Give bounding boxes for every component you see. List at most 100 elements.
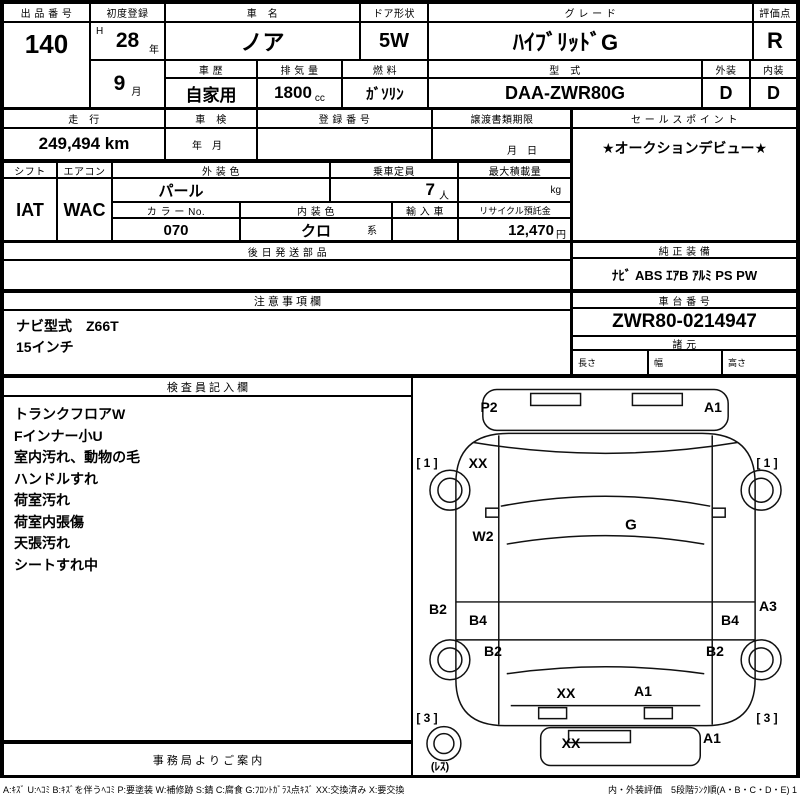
exterior-score: D xyxy=(702,78,750,108)
later-parts-label: 後 日 発 送 部 品 xyxy=(3,242,572,260)
tire-depth-mark: [ 3 ] xyxy=(756,711,778,725)
inspector-note-line: 荷室汚れ xyxy=(14,492,70,508)
tire-depth-mark: [ 1 ] xyxy=(416,456,438,470)
fuel-label: 燃 料 xyxy=(342,60,428,78)
exterior-color: パール xyxy=(112,178,330,202)
interior-color-suffix: 系 xyxy=(367,226,377,237)
damage-mark: B2 xyxy=(484,643,502,659)
damage-mark: W2 xyxy=(472,528,494,544)
max-load-label: 最大積載量 xyxy=(458,162,572,178)
registration-number-cell xyxy=(257,128,432,160)
notes-cell: ナビ型式 Z66T 15インチ xyxy=(3,310,572,375)
sales-point: ★オークションデビュー★ xyxy=(572,128,797,242)
car-name-label: 車 名 xyxy=(165,3,360,22)
auction-number-label: 出 品 番 号 xyxy=(3,3,90,22)
capacity-cell: 7 人 xyxy=(330,178,458,202)
score: R xyxy=(753,22,797,60)
first-registration-month: 9 xyxy=(113,72,126,95)
legend: A:ｷｽﾞ U:ﾍｺﾐ B:ｷｽﾞを伴うﾍｺﾐ P:要塗装 W:補修跡 S:錆 … xyxy=(3,781,797,798)
first-registration-month-cell: 9 月 xyxy=(90,60,165,108)
recycle-deposit: 12,470 xyxy=(508,221,554,239)
import-cell xyxy=(392,218,458,242)
notes-label: 注 意 事 項 欄 xyxy=(3,292,572,310)
grade: ﾊｲﾌﾞﾘｯﾄﾞG xyxy=(428,22,753,60)
auction-number: 140 xyxy=(3,22,90,108)
interior-color-cell: クロ 系 xyxy=(240,218,392,242)
length-label: 長さ xyxy=(572,350,648,375)
mileage-label: 走 行 xyxy=(3,109,165,128)
displacement-label: 排 気 量 xyxy=(257,60,342,78)
aircon-label: エアコン xyxy=(57,162,112,178)
inspector-note-line: 室内汚れ、動物の毛 xyxy=(14,449,141,465)
capacity-label: 乗車定員 xyxy=(330,162,458,178)
door-shape-label: ドア形状 xyxy=(360,3,428,22)
damage-mark: A1 xyxy=(703,730,721,746)
capacity: 7 xyxy=(425,180,435,199)
note-line: ナビ型式 Z66T xyxy=(16,318,119,334)
displacement-cell: 1800 cc xyxy=(257,78,342,108)
registration-number-label: 登 録 番 号 xyxy=(257,109,432,128)
first-registration-year-cell: H 28 年 xyxy=(90,22,165,60)
note-line: 15インチ xyxy=(16,339,74,355)
damage-mark: A1 xyxy=(704,399,722,415)
chassis-number: ZWR80-0214947 xyxy=(572,308,797,336)
displacement-unit: cc xyxy=(314,92,325,104)
interior-color: クロ xyxy=(300,222,331,240)
inspector-note-line: トランクフロアW xyxy=(14,406,126,422)
interior-score-label: 内装 xyxy=(750,60,797,78)
damage-mark: P2 xyxy=(480,399,498,415)
shift: IAT xyxy=(3,178,57,242)
interior-score: D xyxy=(750,78,797,108)
era-prefix: H xyxy=(96,26,104,37)
score-label: 評価点 xyxy=(753,3,797,22)
color-number: 070 xyxy=(112,218,240,242)
inspector-note-line: 荷室内張傷 xyxy=(14,513,84,530)
inspector-notes-cell: トランクフロアW Fインナー小U 室内汚れ、動物の毛 ハンドルすれ 荷室汚れ 荷… xyxy=(3,396,412,741)
first-registration-year: 28 xyxy=(115,29,140,52)
dimensions-label: 諸 元 xyxy=(572,336,797,350)
equipment-label: 純 正 装 備 xyxy=(572,242,797,258)
year-unit-label: 年 xyxy=(149,45,159,56)
recycle-deposit-label: リサイクル預託金 xyxy=(458,202,572,218)
capacity-unit: 人 xyxy=(439,190,449,202)
car-name: ノア xyxy=(165,22,360,60)
damage-mark: A3 xyxy=(759,598,777,614)
inspection-date-placeholder: 年 月 xyxy=(165,128,257,160)
month-unit-label: 月 xyxy=(131,86,142,98)
damage-mark: G xyxy=(625,516,637,534)
equipment: ﾅﾋﾞ ABS ｴｱB ｱﾙﾐ PS PW xyxy=(572,258,797,290)
exterior-color-label: 外 装 色 xyxy=(112,162,330,178)
damage-mark: XX xyxy=(561,735,581,751)
damage-mark: XX xyxy=(556,685,576,701)
displacement: 1800 xyxy=(274,83,312,102)
import-label: 輸 入 車 xyxy=(392,202,458,218)
max-load-unit: kg xyxy=(458,178,572,202)
damage-mark: B4 xyxy=(721,612,739,628)
first-registration-label: 初度登録 xyxy=(90,3,165,22)
inspection-label: 車 検 xyxy=(165,109,257,128)
spare-tire-mark: (ﾚｽ) xyxy=(430,761,450,773)
inspector-note-line: Fインナー小U xyxy=(14,427,103,444)
model-code: DAA-ZWR80G xyxy=(428,78,702,108)
transfer-deadline-label: 譲渡書類期限 xyxy=(432,109,572,128)
car-history-label: 車 歴 xyxy=(165,60,257,78)
fuel: ｶﾞｿﾘﾝ xyxy=(342,78,428,108)
aircon: WAC xyxy=(57,178,112,242)
shift-label: シフト xyxy=(3,162,57,178)
car-outline-svg xyxy=(426,388,782,767)
color-number-label: カ ラ ー No. xyxy=(112,202,240,218)
model-code-label: 型 式 xyxy=(428,60,702,78)
later-parts-cell xyxy=(3,260,572,290)
door-shape: 5W xyxy=(360,22,428,60)
car-history: 自家用 xyxy=(165,78,257,108)
chassis-number-label: 車 台 番 号 xyxy=(572,292,797,308)
inspector-note-line: シートすれ中 xyxy=(14,556,98,573)
damage-mark: A1 xyxy=(634,683,652,699)
damage-mark: B2 xyxy=(706,643,724,659)
height-label: 高さ xyxy=(722,350,797,375)
mileage: 249,494 km xyxy=(3,128,165,160)
tire-depth-mark: [ 3 ] xyxy=(416,711,438,725)
inspector-note-line: ハンドルすれ xyxy=(14,470,98,487)
damage-mark: B4 xyxy=(469,612,487,628)
